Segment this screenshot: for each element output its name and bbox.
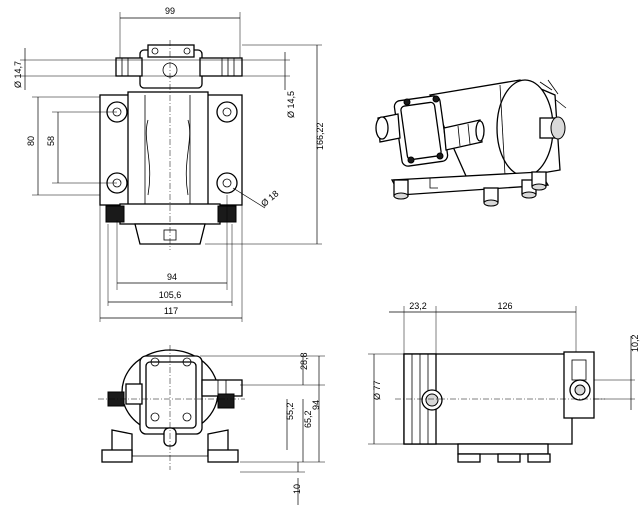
mounting-hole	[216, 172, 238, 194]
pump-head-cover	[147, 44, 195, 58]
dim-front-10: 10	[292, 484, 302, 494]
inlet-port	[115, 57, 143, 77]
dim-width-105: 105,6	[159, 290, 182, 300]
isometric-view	[375, 79, 567, 207]
terminal-left	[105, 205, 125, 223]
dim-width-top: 99	[165, 6, 175, 16]
dim-width-94: 94	[167, 272, 177, 282]
dim-height-58: 58	[46, 136, 56, 146]
dim-front-94: 94	[311, 400, 321, 410]
dim-front-55: 55,2	[285, 402, 295, 420]
outlet-port	[199, 57, 243, 77]
mounting-hole	[216, 101, 238, 123]
dim-side-10: 10,2	[630, 334, 640, 352]
side-view	[395, 351, 605, 463]
dim-dia-inlet: Ø 14,7	[13, 61, 23, 88]
dim-front-28: 28,8	[299, 352, 309, 370]
dim-side-126: 126	[497, 301, 512, 311]
dim-side-dia: Ø 77	[372, 380, 382, 400]
iso-outlet	[443, 119, 483, 151]
side-base	[457, 443, 549, 455]
front-terminal-right	[217, 393, 235, 409]
front-view	[98, 345, 245, 470]
dim-dia-outlet: Ø 14,5	[286, 91, 296, 118]
dim-height-80: 80	[26, 136, 36, 146]
side-view-dimensions: 23,2 126 Ø 77 10,2	[368, 301, 640, 445]
front-foot-right	[207, 449, 239, 463]
motor-body-top	[127, 91, 209, 208]
top-view-dimensions: 99 Ø 14,7 Ø 14,5 80 58 166,22 Ø 18 94 10…	[13, 6, 325, 322]
dim-dia-mount: Ø 18	[259, 188, 280, 208]
dim-width-117: 117	[164, 306, 178, 316]
dim-overall-height: 166,22	[315, 122, 325, 150]
iso-foot	[393, 179, 409, 200]
front-inlet	[125, 383, 143, 405]
iso-terminal	[539, 116, 566, 140]
iso-foot	[531, 171, 547, 191]
iso-foot	[483, 187, 499, 207]
front-view-dimensions: 94 28,8 65,2 55,2 10	[200, 352, 325, 505]
top-view	[99, 40, 243, 250]
front-foot-left	[101, 449, 133, 463]
dim-front-65: 65,2	[303, 410, 313, 428]
motor-foot	[134, 223, 206, 245]
dim-side-23: 23,2	[409, 301, 427, 311]
